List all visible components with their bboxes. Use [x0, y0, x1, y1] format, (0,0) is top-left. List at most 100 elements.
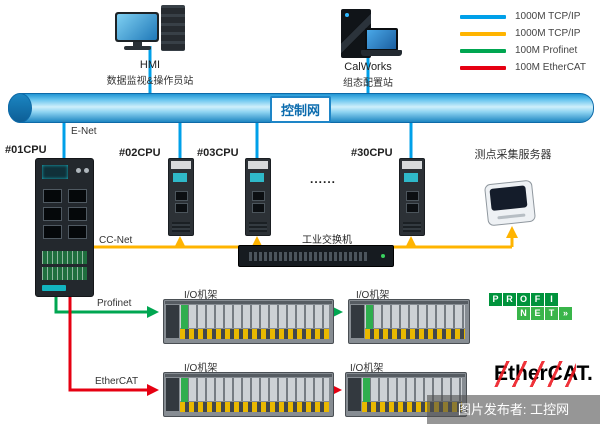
cpu30-label: #30CPU: [351, 147, 393, 159]
green-module: [181, 305, 188, 329]
monitor-base: [124, 46, 151, 50]
watermark: 图片发布者: 工控网: [427, 395, 600, 424]
green-module: [366, 305, 373, 329]
profinet-green-lines: [54, 290, 343, 318]
cpu02-label: #02CPU: [119, 147, 161, 159]
profinet-logo-tile: O: [517, 293, 530, 306]
cpu-ellipsis: ......: [310, 172, 337, 186]
device-port: [252, 203, 265, 213]
device-port: [175, 191, 188, 201]
collection-server-label: 测点采集服务器: [474, 149, 552, 161]
hmi-server-tower-icon: [161, 5, 185, 51]
device-port: [406, 203, 419, 213]
bus-coupler: [348, 378, 361, 411]
profinet-logo-tile: E: [531, 307, 544, 320]
profinet-logo-icon: P R O F I N E T »: [489, 293, 573, 320]
legend-label: 1000M TCP/IP: [515, 11, 581, 22]
ethercat-label: EtherCAT: [95, 376, 139, 387]
hmi-title: HMI: [139, 59, 161, 71]
cpu01-label: #01CPU: [5, 144, 47, 156]
io-rack-4-label: I/O机架: [350, 363, 384, 374]
ethernet-port: [68, 225, 87, 239]
hmi-monitor-icon: [115, 12, 159, 42]
io-rack-1-label: I/O机架: [184, 290, 218, 301]
ccnet-label: CC-Net: [99, 235, 133, 246]
profinet-logo-tile: T: [545, 307, 558, 320]
bus-coupler: [166, 378, 179, 411]
io-rack-3-icon: [163, 372, 334, 417]
profinet-logo-row1: P R O F I: [489, 293, 573, 306]
device-display: [404, 173, 418, 182]
profinet-logo-tile: F: [531, 293, 544, 306]
profinet-label: Profinet: [97, 298, 132, 309]
profinet-logo-arrow-icon: »: [559, 307, 572, 320]
legend-row: 1000M TCP/IP: [460, 8, 586, 25]
profinet-logo-tile: R: [503, 293, 516, 306]
terminal-block: [42, 267, 87, 280]
industrial-switch-icon: [238, 245, 394, 267]
io-rack-2-label: I/O机架: [356, 290, 390, 301]
legend-label: 100M EtherCAT: [515, 62, 586, 73]
bus-coupler: [166, 305, 179, 338]
server-panel: [489, 185, 528, 211]
terminal-block: [42, 251, 87, 264]
rack-rail: [165, 374, 332, 377]
control-network-label: 控制网: [270, 96, 332, 123]
legend-label: 100M Profinet: [515, 45, 578, 56]
cpu01-device-icon: [35, 158, 94, 297]
io-rack-2-icon: [348, 299, 470, 344]
device-port: [406, 191, 419, 201]
legend-red-line-icon: [460, 65, 506, 70]
ethercat-red-lines: [68, 290, 342, 396]
device-cap: [171, 161, 191, 169]
cpu-button: [76, 168, 81, 173]
device-port: [175, 203, 188, 213]
server-slot: [497, 213, 526, 220]
profinet-logo-tile: N: [517, 307, 530, 320]
ethernet-port: [68, 189, 87, 203]
pipe-left-cap: [8, 93, 32, 123]
ethercat-logo-icon: EtherCAT.: [492, 361, 600, 390]
ethernet-port: [68, 207, 87, 221]
ethernet-port: [43, 207, 62, 221]
ethernet-port: [43, 225, 62, 239]
legend-blue-line-icon: [460, 14, 506, 19]
calworks-title: CalWorks: [344, 61, 392, 73]
io-rack-1-icon: [163, 299, 334, 344]
legend-row: 1000M TCP/IP: [460, 25, 586, 42]
device-display: [250, 173, 264, 182]
legend-yellow-line-icon: [460, 31, 506, 36]
legend-green-line-icon: [460, 48, 506, 53]
enet-label: E-Net: [71, 126, 97, 137]
monitor-screen: [117, 14, 157, 40]
device-port: [252, 191, 265, 201]
rack-rail: [347, 374, 465, 377]
legend-row: 100M Profinet: [460, 42, 586, 59]
green-module: [363, 378, 370, 402]
legend: 1000M TCP/IP 1000M TCP/IP 100M Profinet …: [460, 8, 586, 76]
profinet-logo-tile: P: [489, 293, 502, 306]
profinet-logo-tile: I: [545, 293, 558, 306]
calworks-subtitle: 组态配置站: [343, 78, 393, 89]
rack-rail: [350, 301, 468, 304]
cpu-button: [84, 168, 89, 173]
ethernet-port: [43, 189, 62, 203]
cpu03-device-icon: [245, 158, 271, 236]
laptop-base: [361, 50, 402, 56]
device-display: [173, 173, 187, 182]
io-rack-3-label: I/O机架: [184, 363, 218, 374]
brand-mark: [42, 285, 66, 291]
laptop-screen: [367, 30, 396, 49]
cpu-display: [42, 165, 68, 179]
monitor-stand: [133, 42, 142, 47]
green-module: [181, 378, 188, 402]
hmi-subtitle: 数据监视&操作员站: [106, 76, 194, 87]
cpu02-device-icon: [168, 158, 194, 236]
legend-label: 1000M TCP/IP: [515, 28, 581, 39]
ethercat-logo-stripes: [492, 361, 576, 387]
rack-rail: [165, 301, 332, 304]
cpu30-device-icon: [399, 158, 425, 236]
tower-led: [345, 13, 349, 17]
bus-coupler: [351, 305, 364, 338]
